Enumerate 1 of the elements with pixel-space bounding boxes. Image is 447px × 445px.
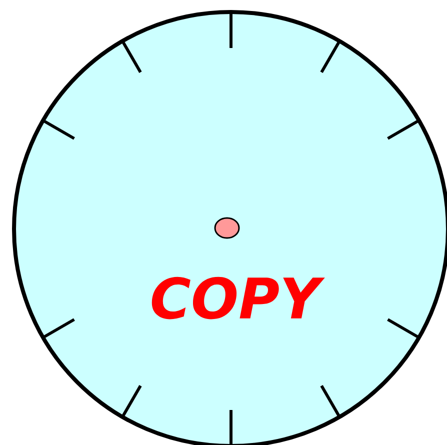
stamp-text: COPY [152, 276, 325, 320]
